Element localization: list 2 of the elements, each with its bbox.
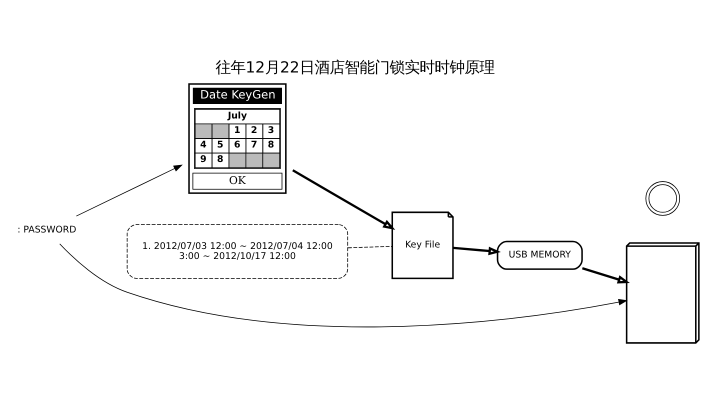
diagram-title: 往年12月22日酒店智能门锁实时时钟原理: [215, 58, 495, 76]
node-text: : PASSWORD: [17, 224, 76, 236]
